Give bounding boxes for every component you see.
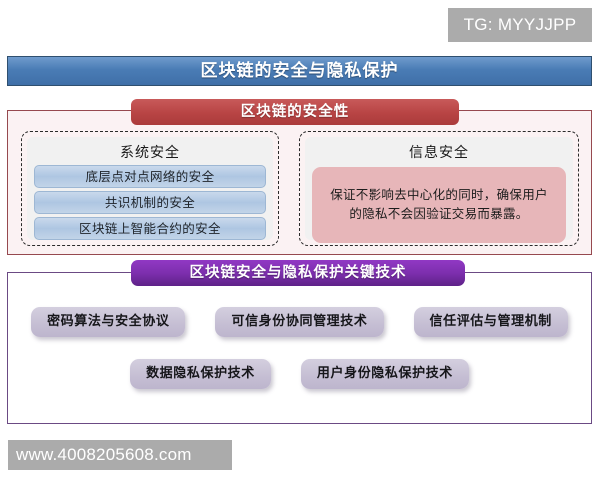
system-security-item: 区块链上智能合约的安全 — [34, 217, 266, 240]
tech-pill: 密码算法与安全协议 — [31, 307, 186, 337]
information-security-heading: 信息安全 — [409, 145, 469, 161]
tech-pill: 信任评估与管理机制 — [413, 307, 568, 337]
tech-pill-row: 数据隐私保护技术 用户身份隐私保护技术 — [7, 348, 592, 400]
security-section-banner: 区块链的安全性 — [131, 99, 459, 125]
system-security-group: 系统安全 底层点对点网络的安全 共识机制的安全 区块链上智能合约的安全 — [21, 131, 279, 246]
system-security-item: 底层点对点网络的安全 — [34, 165, 266, 188]
telegram-watermark: TG: MYYJJPP — [448, 8, 592, 42]
system-security-heading: 系统安全 — [120, 145, 180, 161]
information-security-panel: 信息安全 保证不影响去中心化的同时，确保用户的隐私不会因验证交易而暴露。 — [305, 137, 573, 243]
tech-pill: 用户身份隐私保护技术 — [300, 359, 469, 389]
tech-pill-row: 密码算法与安全协议 可信身份协同管理技术 信任评估与管理机制 — [7, 296, 592, 348]
tech-section-banner: 区块链安全与隐私保护关键技术 — [131, 260, 465, 286]
website-watermark: www.4008205608.com — [8, 440, 232, 470]
system-security-item: 共识机制的安全 — [34, 191, 266, 214]
tech-pill: 可信身份协同管理技术 — [215, 307, 384, 337]
system-security-panel: 系统安全 底层点对点网络的安全 共识机制的安全 区块链上智能合约的安全 — [27, 137, 273, 240]
page-title: 区块链的安全与隐私保护 — [7, 56, 592, 86]
tech-pill: 数据隐私保护技术 — [130, 359, 271, 389]
tech-section — [7, 272, 592, 424]
information-security-group: 信息安全 保证不影响去中心化的同时，确保用户的隐私不会因验证交易而暴露。 — [299, 131, 579, 246]
information-security-note: 保证不影响去中心化的同时，确保用户的隐私不会因验证交易而暴露。 — [312, 167, 566, 243]
tech-pill-grid: 密码算法与安全协议 可信身份协同管理技术 信任评估与管理机制 数据隐私保护技术 … — [7, 296, 592, 416]
